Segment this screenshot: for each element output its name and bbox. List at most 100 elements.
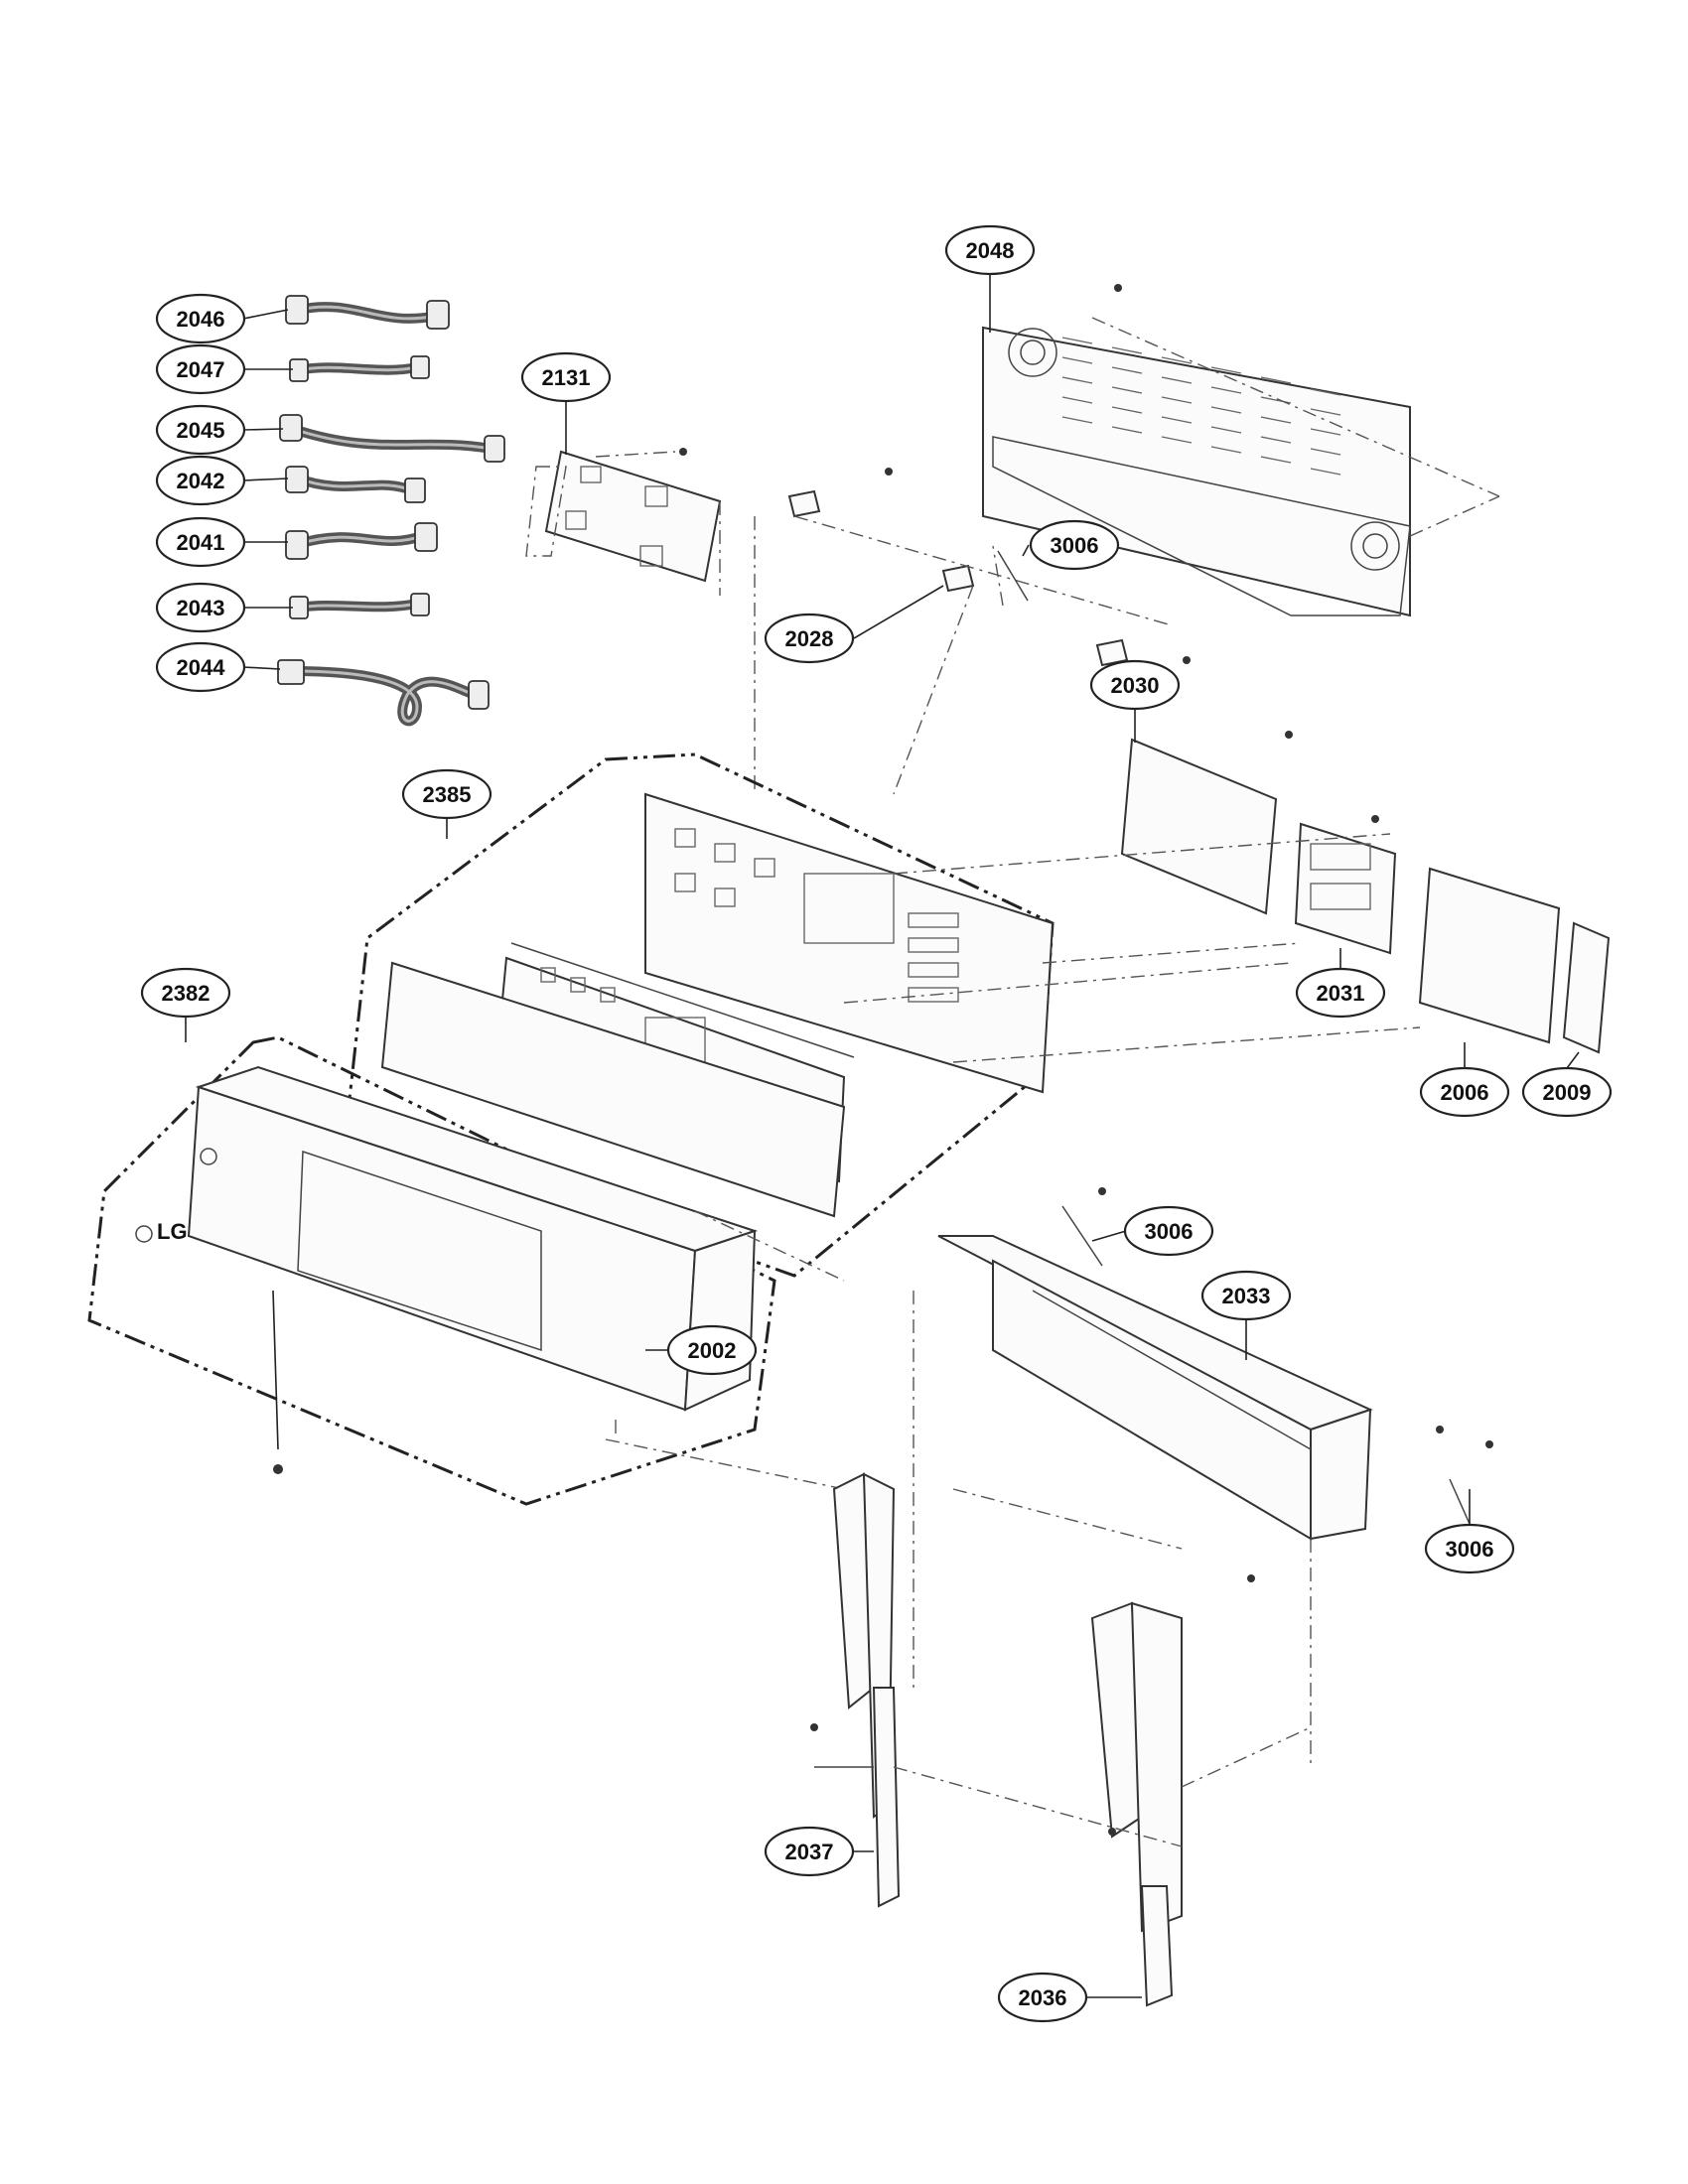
pcb-2006: [1418, 867, 1561, 1044]
hidden-line: [952, 1488, 1183, 1550]
assembly-boundary-2385: [346, 752, 1055, 1278]
callout-bubble: [1029, 519, 1120, 571]
pcb-2131: [525, 448, 722, 596]
callout-label: 2041: [177, 530, 225, 555]
callout-3006: 3006: [1022, 519, 1120, 571]
hidden-line: [1181, 1726, 1312, 1788]
callout-layer: 2046204720452042204120432044213120483006…: [140, 224, 1613, 2023]
pcb-2031: [1294, 822, 1397, 955]
pcb-2030: [1120, 731, 1379, 915]
callout-label: 2045: [177, 418, 225, 443]
callout-label: 2131: [542, 365, 591, 390]
callout-label: 3006: [1051, 533, 1099, 558]
callout-label: 2037: [785, 1840, 834, 1864]
hidden-line: [893, 1766, 1183, 1847]
screw-rod-3006: [997, 550, 1029, 602]
callout-bubble: [1200, 1270, 1292, 1321]
callout-2006: 2006: [1419, 1042, 1510, 1118]
callout-bubble: [1089, 659, 1181, 711]
callout-bubble: [997, 1972, 1088, 2023]
callout-leader-line: [242, 309, 289, 320]
hidden-line: [843, 962, 1292, 1004]
hidden-line: [952, 1026, 1421, 1063]
callout-2382: 2382: [140, 967, 231, 1042]
callout-bubble: [520, 351, 612, 403]
callout-label: 2028: [785, 626, 834, 651]
callout-leader-line: [242, 478, 289, 481]
callout-bubble: [764, 1826, 855, 1877]
callout-leader-line: [242, 428, 284, 431]
callout-bubble: [1295, 967, 1386, 1019]
callout-2030: 2030: [1089, 659, 1181, 743]
callout-leader-line: [1566, 1051, 1580, 1069]
screw-rod-3006: [1449, 1478, 1471, 1525]
callout-label: 3006: [1446, 1537, 1494, 1562]
wire-harness-2047: [289, 355, 430, 382]
callout-label: 2047: [177, 357, 225, 382]
callout-3006: 3006: [1091, 1205, 1214, 1257]
callout-2037: 2037: [764, 1826, 874, 1877]
callout-bubble: [155, 582, 246, 633]
callout-2047: 2047: [155, 343, 293, 395]
pcb-2009: [1562, 921, 1611, 1054]
callout-label: 2385: [423, 782, 472, 807]
hidden-line: [694, 1210, 845, 1282]
callout-bubble: [155, 516, 246, 568]
callout-2045: 2045: [155, 404, 284, 456]
callout-2042: 2042: [155, 455, 289, 506]
callout-2131: 2131: [520, 351, 612, 455]
callout-bubble: [155, 455, 246, 506]
callout-bubble: [666, 1324, 758, 1376]
wire-harness-2043: [289, 593, 430, 619]
callout-leader-line: [853, 585, 944, 639]
callout-label: 3006: [1145, 1219, 1194, 1244]
callout-label: 2033: [1222, 1284, 1271, 1308]
assembly-boundary-2382: [87, 1035, 776, 1506]
callout-label: 2030: [1111, 673, 1160, 698]
hidden-line: [893, 833, 1391, 875]
wire-harness-2044: [277, 659, 490, 727]
callout-bubble: [401, 768, 492, 820]
callout-2033: 2033: [1200, 1270, 1292, 1360]
wire-harness-2042: [285, 466, 426, 503]
callout-label: 2006: [1441, 1080, 1489, 1105]
bracket-2028: [754, 468, 1191, 795]
callout-bubble: [155, 641, 246, 693]
callout-label: 2042: [177, 469, 225, 493]
control-frame-2385: [644, 792, 1055, 1094]
callout-2385: 2385: [401, 768, 492, 839]
brand-logo-text: LG: [157, 1219, 188, 1244]
callout-bubble: [155, 404, 246, 456]
screw: [273, 1464, 283, 1474]
callout-2002: 2002: [645, 1324, 758, 1376]
hidden-line: [1042, 942, 1302, 964]
callout-bubble: [764, 613, 855, 664]
top-bracket-2033: [937, 1187, 1493, 1541]
callout-leader-line: [1022, 544, 1030, 557]
callout-2041: 2041: [155, 516, 288, 568]
callout-leader-line: [242, 666, 281, 670]
callout-bubble: [155, 343, 246, 395]
glass-panel-2385: [380, 961, 846, 1218]
grille-slots: [1061, 337, 1341, 476]
callout-bubble: [1419, 1066, 1510, 1118]
callout-label: 2031: [1317, 981, 1365, 1006]
callout-2048: 2048: [944, 224, 1036, 333]
callout-2028: 2028: [764, 585, 944, 664]
side-bracket-2036: [1090, 1574, 1255, 2007]
screw-leader: [272, 1290, 279, 1450]
callout-label: 2043: [177, 596, 225, 620]
callout-2036: 2036: [997, 1972, 1142, 2023]
side-bracket-2037: [810, 1472, 901, 1908]
callout-label: 2009: [1543, 1080, 1592, 1105]
wire-harness-2046: [285, 295, 450, 330]
callout-2031: 2031: [1295, 948, 1386, 1019]
callout-label: 2382: [162, 981, 211, 1006]
callout-bubble: [1123, 1205, 1214, 1257]
callout-leader-line: [1091, 1230, 1127, 1242]
callout-label: 2046: [177, 307, 225, 332]
wire-harness-2045: [279, 414, 505, 463]
screw-rod-3006: [1061, 1205, 1103, 1267]
callout-bubble: [140, 967, 231, 1019]
